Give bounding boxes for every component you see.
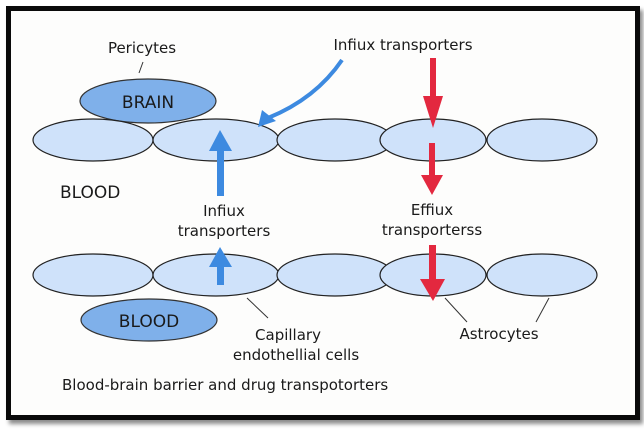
endothelial-cell (486, 253, 598, 297)
blood-side-label: BLOOD (60, 183, 120, 203)
influx-arrow-lower-shaft (217, 265, 224, 285)
endothelial-cell (32, 118, 154, 162)
endothelial-cell (32, 253, 154, 297)
pericytes-label: Pericytes (108, 39, 176, 57)
efflux-arrow-lower-head (420, 279, 445, 301)
efflux-transporters-mid-label-line1: Effiux (411, 201, 453, 219)
upper-endothelial-row (32, 118, 598, 162)
efflux-arrow-top-shaft (430, 58, 436, 98)
influx-arrow-lower-head (209, 247, 232, 267)
endothelial-cell (276, 118, 394, 162)
endothelial-cell (486, 118, 598, 162)
influx-arrow-upper-shaft (217, 150, 224, 196)
astrocytes-leader-left (444, 297, 468, 323)
astrocytes-label: Astrocytes (459, 325, 538, 343)
efflux-arrow-mid-head (421, 175, 443, 195)
capillary-label-line2: endothellial cells (233, 346, 359, 364)
astrocytes-leader-right (535, 297, 550, 323)
diagram-frame (6, 6, 640, 420)
efflux-transporters-mid-label-line2: transporterss (382, 221, 483, 239)
influx-transporters-mid-label-line1: Infiux (203, 202, 245, 220)
efflux-arrow-top-head (423, 96, 443, 128)
lower-endothelial-row (32, 253, 598, 297)
pericytes-leader (138, 61, 144, 74)
efflux-arrow-lower-shaft (429, 245, 436, 281)
influx-arrow-upper-head (209, 130, 232, 151)
brain-compartment (79, 78, 217, 124)
blood-compartment-label: BLOOD (119, 312, 179, 332)
influx-curved-arrow-head (258, 110, 276, 127)
efflux-arrow-mid-shaft (429, 143, 435, 177)
capillary-label-line1: Capillary (255, 326, 321, 344)
influx-transporters-top-label: Infiux transporters (333, 36, 472, 54)
influx-transporters-mid-label-line2: transporters (178, 222, 271, 240)
capillary-leader (246, 297, 269, 319)
diagram-caption: Blood-brain barrier and drug transpotort… (62, 376, 388, 394)
brain-label: BRAIN (122, 93, 174, 113)
endothelial-cell (276, 253, 394, 297)
blood-compartment (80, 298, 218, 342)
influx-curved-arrow-shaft (267, 58, 344, 120)
